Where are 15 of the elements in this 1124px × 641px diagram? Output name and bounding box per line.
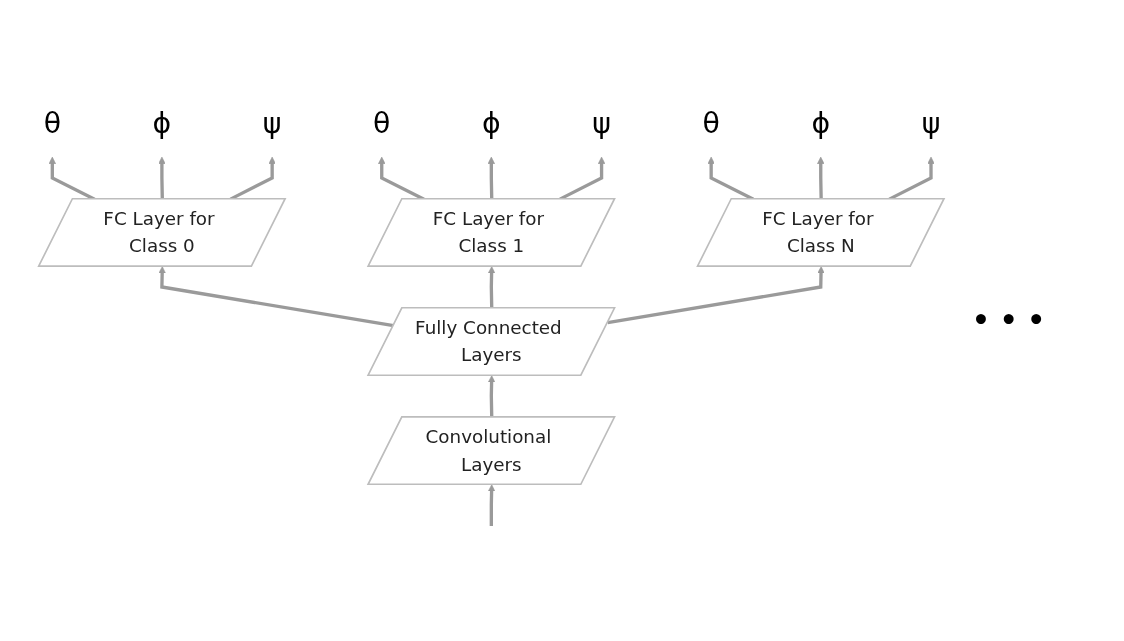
node-text: ϕ [481,106,501,140]
arrow [487,484,496,527]
node-text: ψ [262,106,282,140]
node-text: ψ [592,106,611,140]
arrow [607,266,825,325]
node-text: θ [373,106,391,140]
node-text: θ [43,106,61,140]
arrow [487,375,496,418]
ellipsis-dots: • • • [972,304,1047,337]
node-text: ϕ [152,106,172,140]
arrow [487,266,496,309]
node-text: θ [702,106,720,140]
arrow [158,266,394,328]
node-text: ϕ [811,106,831,140]
node-text: ψ [921,106,941,140]
